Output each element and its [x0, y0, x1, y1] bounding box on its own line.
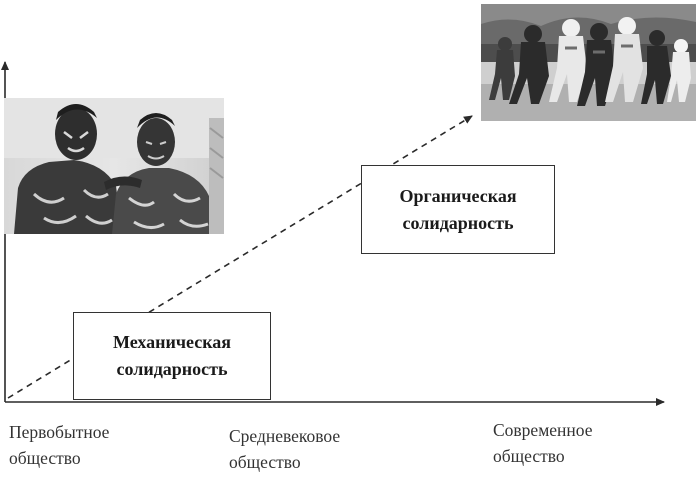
- stage-modern-line-1: Современное: [493, 420, 593, 440]
- organic-solidarity-box: Органическая солидарность: [361, 165, 555, 254]
- stage-primitive-line-1: Первобытное: [9, 422, 110, 442]
- organic-solidarity-line-1: Органическая: [399, 185, 517, 206]
- stage-label-modern: Современное общество: [493, 417, 593, 469]
- stage-label-primitive: Первобытное общество: [9, 419, 109, 471]
- tribal-people-photo: [4, 98, 224, 234]
- stage-primitive-line-2: общество: [9, 448, 81, 468]
- stage-medieval-line-2: общество: [229, 452, 301, 472]
- mechanical-solidarity-box: Механическая солидарность: [73, 312, 271, 400]
- stage-modern-line-2: общество: [493, 446, 565, 466]
- mechanical-solidarity-line-2: солидарность: [116, 359, 228, 379]
- stage-label-medieval: Средневековое общество: [229, 423, 340, 475]
- stage-medieval-line-1: Средневековое: [229, 426, 341, 446]
- american-football-photo: [481, 4, 696, 121]
- organic-solidarity-line-2: солидарность: [402, 212, 514, 233]
- mechanical-solidarity-line-1: Механическая: [112, 332, 232, 352]
